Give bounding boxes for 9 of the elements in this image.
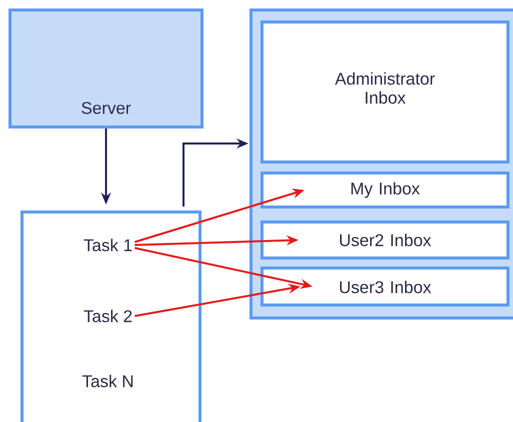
task-label: Task N — [82, 374, 133, 388]
inbox-box: Administrator Inbox — [260, 20, 510, 164]
server-box: Server — [8, 8, 204, 128]
inbox-box: User2 Inbox — [260, 220, 510, 260]
task-label: Task 2 — [84, 310, 132, 322]
task-list-box — [20, 210, 202, 422]
task-label: Task 1 — [84, 238, 132, 252]
inbox-box: My Inbox — [260, 172, 510, 208]
inbox-box: User3 Inbox — [260, 266, 510, 306]
